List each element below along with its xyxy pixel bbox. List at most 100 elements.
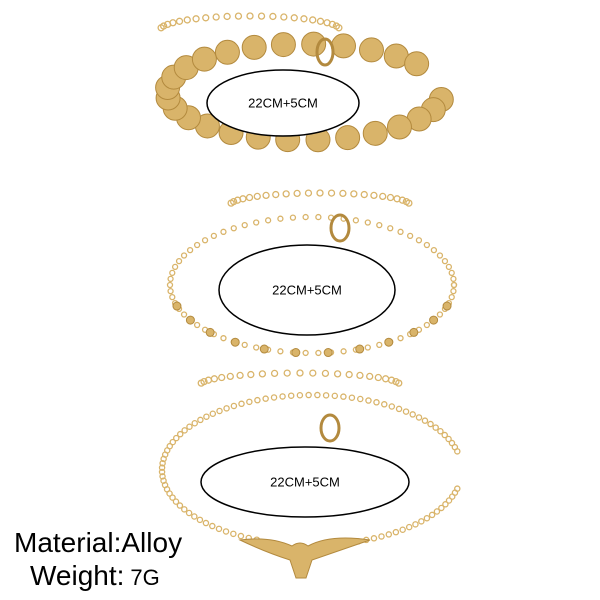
sequin-disc — [301, 31, 327, 57]
chain-link — [445, 263, 453, 271]
extender-link — [234, 12, 243, 20]
size-ellipses — [200, 69, 410, 518]
sequin-disc — [214, 39, 240, 65]
weight-value: 7G — [130, 565, 160, 590]
chain-link — [315, 349, 322, 357]
extender-link — [366, 372, 374, 381]
chain-link — [397, 335, 404, 342]
chain-link — [185, 509, 193, 517]
extender-link — [374, 373, 382, 382]
chain-link — [392, 528, 400, 536]
chain-link — [169, 494, 176, 501]
satellite-bead — [409, 327, 419, 337]
chain-link — [223, 405, 230, 412]
extender-link — [169, 19, 177, 27]
chain-link — [175, 257, 183, 265]
chain-link — [180, 252, 188, 259]
size-label-2: 22CM+5CM — [272, 282, 342, 298]
extender-link — [290, 14, 298, 22]
extender-link — [226, 372, 234, 381]
size-ellipse-1 — [206, 69, 360, 137]
chain-link — [348, 394, 356, 401]
extender-link — [218, 373, 226, 382]
chain-link — [436, 252, 444, 259]
sequin-disc — [270, 32, 296, 58]
chain-link — [450, 281, 458, 289]
chain-link — [331, 392, 339, 400]
lobster-clasp — [315, 37, 335, 67]
extender-link — [229, 197, 238, 206]
extender-link — [321, 369, 330, 378]
chain-link — [186, 246, 194, 254]
extender-link — [200, 377, 208, 386]
extender-link — [304, 189, 313, 197]
chain-link — [438, 504, 445, 512]
extender-link — [345, 370, 353, 379]
chain-link — [415, 414, 423, 421]
chain-link — [209, 410, 217, 417]
chain-link — [395, 405, 403, 413]
lobster-clasp — [329, 213, 351, 243]
chain-link — [388, 403, 396, 410]
extender-link — [202, 14, 210, 22]
extender-link — [356, 371, 364, 380]
extender-link — [327, 189, 336, 197]
chain-link — [376, 341, 383, 349]
chain-link — [315, 213, 322, 221]
chain-link — [302, 349, 309, 357]
chain-link — [176, 502, 184, 509]
chain-link — [262, 395, 269, 402]
chain-link — [166, 442, 174, 450]
chain-link — [454, 448, 461, 455]
size-label-1: 22CM+5CM — [248, 95, 318, 111]
chain-link — [167, 275, 174, 283]
extender-link — [253, 192, 261, 201]
chain-link — [191, 513, 198, 520]
chain-link — [215, 525, 223, 533]
chain-link — [166, 281, 174, 289]
chain-link — [201, 237, 209, 244]
chain-link — [220, 335, 227, 342]
satellite-bead — [185, 315, 195, 325]
chain-link — [289, 214, 297, 221]
chain-link — [340, 348, 347, 355]
extender-link — [339, 189, 347, 198]
chain-link — [412, 521, 419, 528]
chain-link — [270, 394, 278, 401]
extender-link — [293, 189, 301, 198]
extender-link — [239, 195, 247, 203]
chain-link — [169, 438, 177, 446]
chain-link — [365, 397, 372, 404]
chain-link — [441, 257, 449, 265]
chain-link — [418, 518, 425, 525]
bird-charm — [238, 537, 371, 579]
extender-link — [280, 13, 288, 21]
extender-link — [212, 13, 220, 21]
extender-link — [247, 370, 255, 379]
chain-link — [437, 427, 444, 435]
satellite-bead — [230, 337, 240, 347]
extender-link — [316, 189, 324, 197]
chain-link — [402, 408, 410, 415]
extender-link — [309, 369, 317, 377]
extender-link — [316, 17, 325, 25]
chain-link — [216, 407, 223, 415]
chain-link — [193, 321, 201, 329]
sequin-disc — [191, 46, 217, 72]
chain-link — [302, 213, 309, 221]
extender-link — [398, 196, 407, 204]
extender-link — [360, 190, 368, 199]
material-value: Alloy — [121, 527, 183, 558]
chain-link — [305, 391, 312, 399]
chain-link — [415, 237, 423, 244]
chain-link — [222, 528, 230, 535]
chain-link — [409, 411, 416, 418]
chain-link — [253, 344, 260, 351]
extender-link — [335, 24, 343, 32]
chain-link — [296, 391, 304, 399]
chain-link — [191, 419, 198, 427]
chain-link — [370, 535, 378, 542]
lobster-clasp — [319, 413, 341, 443]
extender-link — [405, 199, 413, 207]
extender-link — [350, 190, 358, 198]
